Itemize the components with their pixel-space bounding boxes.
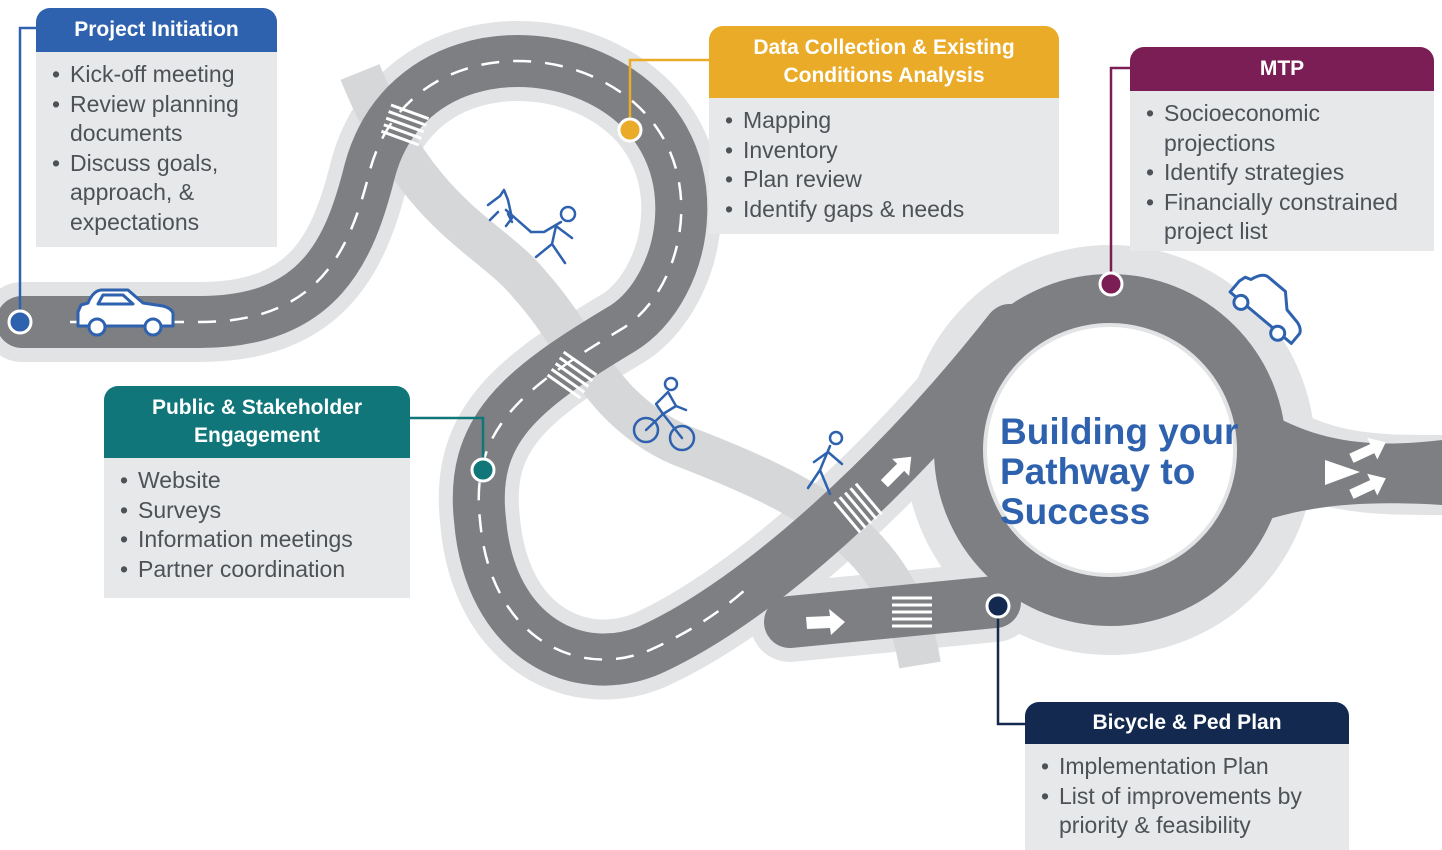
car-icon [76, 288, 175, 337]
stage-item: Financially constrained project list [1142, 188, 1424, 247]
title-line: Building your [1000, 411, 1239, 452]
stage-items: Kick-off meeting Review planning documen… [36, 52, 277, 247]
arrow-icon [880, 456, 912, 488]
stage-item: Surveys [116, 496, 400, 526]
title-line: Success [1000, 491, 1151, 532]
stage-item: Socioeconomic projections [1142, 99, 1424, 158]
cyclist-icon [632, 376, 696, 452]
stage-nodes [7, 117, 1124, 619]
car-icon [1228, 273, 1302, 345]
stage-card-project-initiation: Project Initiation Kick-off meeting Revi… [36, 8, 277, 247]
stage-title: Data Collection & Existing Conditions An… [709, 26, 1059, 98]
stage-item: Review planning documents [48, 90, 267, 149]
title-line: Pathway to [1000, 451, 1196, 492]
stage-item: Kick-off meeting [48, 60, 267, 90]
stage-card-data-collection: Data Collection & Existing Conditions An… [709, 26, 1059, 234]
stage-items: Implementation Plan List of improvements… [1025, 744, 1349, 850]
pedestrian-icon [806, 430, 844, 496]
stage-items: Socioeconomic projections Identify strat… [1130, 91, 1434, 251]
stage-items: Mapping Inventory Plan review Identify g… [709, 98, 1059, 234]
road-arrows [806, 437, 1386, 635]
stage-card-bike-ped-plan: Bicycle & Ped Plan Implementation Plan L… [1025, 702, 1349, 850]
stage-title: MTP [1130, 47, 1434, 91]
stage-items: Website Surveys Information meetings Par… [104, 458, 410, 598]
stage-item: Website [116, 466, 400, 496]
crosswalks [380, 103, 932, 628]
connectors [18, 26, 1132, 726]
stage-item: Plan review [721, 165, 1049, 195]
arrow-icon [806, 609, 845, 635]
stage-item: Information meetings [116, 525, 400, 555]
exit-road [1238, 392, 1442, 530]
diagram-title: Building your Pathway to Success [1000, 412, 1300, 532]
roundabout-island [983, 323, 1237, 577]
stage-title: Project Initiation [36, 8, 277, 52]
stage-item: Discuss goals, approach, & expectations [48, 149, 267, 238]
arrow-icon [1349, 473, 1386, 499]
stage-item: Implementation Plan [1037, 752, 1339, 782]
arrow-icon [1349, 437, 1386, 463]
stage-title: Bicycle & Ped Plan [1025, 702, 1349, 744]
stage-item: Partner coordination [116, 555, 400, 585]
stage-item: Mapping [721, 106, 1049, 136]
stage-item: Identify strategies [1142, 158, 1424, 188]
dog-walker-icon [486, 188, 577, 265]
lane-markings [70, 59, 746, 661]
exit-triangle-icon [1325, 460, 1360, 485]
stage-item: Inventory [721, 136, 1049, 166]
stage-item: List of improvements by priority & feasi… [1037, 782, 1339, 841]
stage-card-mtp: MTP Socioeconomic projections Identify s… [1130, 47, 1434, 251]
stage-item: Identify gaps & needs [721, 195, 1049, 225]
stage-card-public-engagement: Public & Stakeholder Engagement Website … [104, 386, 410, 598]
stage-title: Public & Stakeholder Engagement [104, 386, 410, 458]
